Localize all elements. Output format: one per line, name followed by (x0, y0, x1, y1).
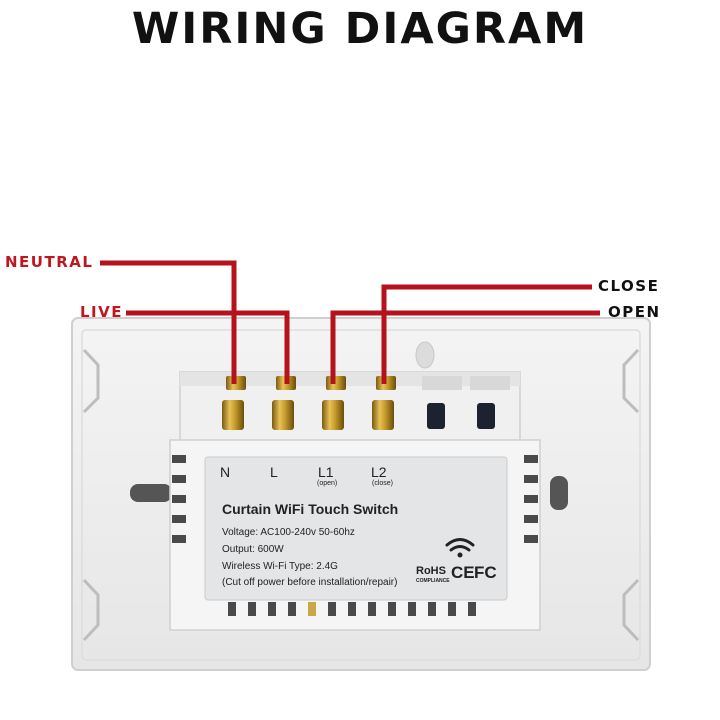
open-label: OPEN (608, 303, 661, 321)
rohs-compliance: COMPLIANCE (416, 578, 450, 584)
wire-neutral (100, 260, 237, 384)
terminal-l1-label: L1 (318, 464, 334, 480)
wifi-icon (445, 538, 475, 558)
wires (100, 260, 600, 384)
rohs-mark: RoHS (416, 565, 446, 577)
spec-warning: (Cut off power before installation/repai… (222, 577, 398, 588)
spec-wifi: Wireless Wi-Fi Type: 2.4G (222, 561, 338, 572)
wire-open (330, 310, 600, 384)
spec-output: Output: 600W (222, 544, 284, 555)
terminal-l-label: L (270, 464, 278, 480)
mount-slot-left (130, 484, 172, 502)
ce-mark: CE (451, 563, 475, 582)
terminal-n-label: N (220, 464, 231, 480)
neutral-label: NEUTRAL (5, 253, 94, 271)
mount-slot-right (550, 476, 568, 510)
fc-mark: FC (474, 563, 497, 582)
product-name: Curtain WiFi Touch Switch (222, 501, 399, 517)
wire-close (381, 284, 592, 384)
page-title: WIRING DIAGRAM (131, 4, 589, 54)
close-label: CLOSE (598, 277, 660, 295)
product-label (204, 456, 508, 601)
live-label: LIVE (80, 303, 123, 321)
terminal-l1-sub: (open) (317, 480, 338, 487)
spec-voltage: Voltage: AC100-240v 50-60hz (222, 527, 355, 538)
terminal-l2-sub: (close) (372, 480, 394, 487)
terminal-l2-label: L2 (371, 464, 387, 480)
wire-live (126, 310, 290, 384)
